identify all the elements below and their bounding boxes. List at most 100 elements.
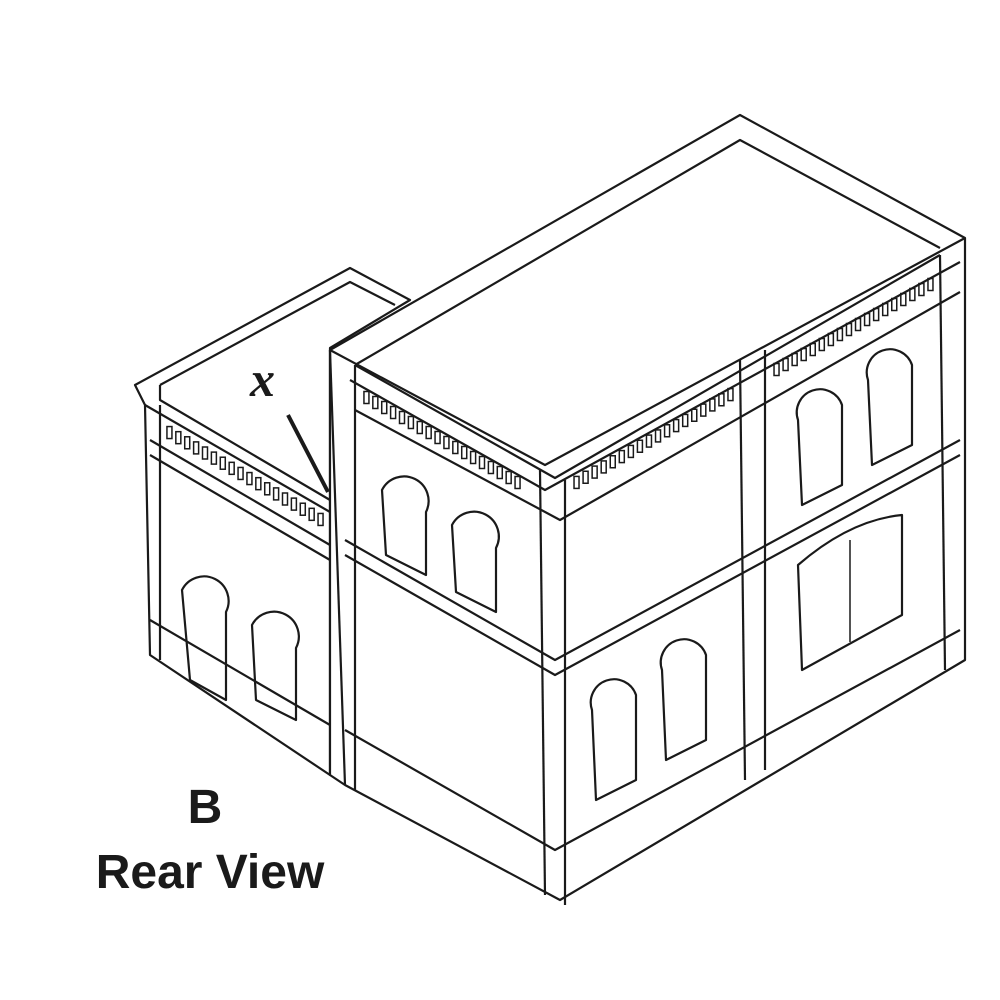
dentil (645, 434, 653, 448)
dentil (425, 425, 432, 440)
dentil (272, 487, 280, 501)
dentil (380, 400, 388, 415)
dentil (460, 445, 468, 460)
dentil (407, 415, 415, 430)
roof-parapet-inner (354, 138, 941, 366)
dentil (582, 470, 589, 484)
floor-band (344, 439, 961, 662)
dentil (845, 322, 853, 337)
dentil (192, 441, 200, 455)
dentil (700, 403, 707, 417)
dentil (863, 312, 871, 327)
callout-leader-line (286, 414, 330, 493)
double-door (796, 513, 904, 672)
dentil (183, 436, 191, 450)
front-corner (538, 469, 547, 896)
roof-front-edge (354, 254, 941, 480)
dentil (663, 424, 671, 438)
annex-band (149, 439, 331, 546)
dentil (255, 476, 262, 491)
dentil (452, 440, 459, 455)
dentil (228, 461, 235, 476)
annex-cornice (144, 404, 331, 513)
dentil (573, 475, 580, 490)
dentil (478, 455, 486, 470)
dentil (237, 466, 244, 481)
dentil (514, 475, 521, 490)
annex-door (180, 575, 230, 702)
right-pilaster (938, 254, 947, 671)
dentil (691, 408, 698, 422)
dentil (636, 439, 644, 453)
dentil (872, 307, 880, 322)
dentil (654, 429, 662, 443)
dentil (909, 287, 916, 302)
dentil (219, 456, 227, 470)
dentil (299, 502, 307, 516)
annex-parapet-inner (159, 280, 396, 386)
dentil (600, 460, 607, 474)
dentil (210, 451, 218, 465)
dentil (827, 332, 835, 347)
dentil (591, 465, 598, 479)
dentil (443, 435, 450, 450)
dentil (809, 342, 816, 357)
dentil (818, 337, 826, 352)
dentil (854, 317, 862, 332)
callout-label: x (250, 351, 275, 407)
dentil (416, 420, 424, 435)
floor-band-2 (344, 454, 961, 677)
dentil (290, 497, 298, 511)
roof-outer-edge (329, 237, 966, 467)
left-corner (328, 349, 347, 786)
dentil (246, 471, 253, 486)
main-outline (328, 113, 967, 902)
dentil (434, 430, 441, 445)
dentil (308, 507, 315, 522)
dentil (487, 460, 495, 475)
dentil (317, 512, 324, 527)
dentil (263, 482, 271, 496)
annex-band-2 (149, 454, 331, 561)
dentil (372, 395, 379, 410)
dentil (469, 450, 477, 465)
dentil (627, 444, 635, 459)
dentil (782, 357, 789, 372)
dentil (166, 425, 173, 440)
dentil (281, 492, 289, 506)
dentil (918, 282, 925, 297)
dentil (927, 277, 934, 292)
annex-base-band (149, 619, 331, 726)
dentil (398, 410, 406, 425)
dentil (672, 418, 680, 433)
main-building (328, 113, 967, 905)
dentil (727, 387, 734, 402)
mid-pilaster-a (738, 359, 747, 781)
dentil (175, 430, 182, 445)
dentil (800, 347, 807, 362)
dentil (389, 405, 397, 420)
dentil (900, 292, 907, 307)
dentil (618, 449, 626, 464)
base-band (344, 629, 961, 852)
windows (380, 348, 914, 802)
cornice-bottom (354, 291, 961, 522)
dentil (496, 465, 504, 480)
dentil (609, 455, 616, 469)
dentil (681, 413, 689, 428)
dentil (709, 398, 716, 412)
annex-dentils (166, 425, 324, 527)
dentil (773, 362, 780, 377)
main-dentils (363, 277, 934, 490)
dentil (201, 446, 209, 460)
annex-window (250, 610, 300, 722)
view-letter: B (187, 781, 223, 834)
annex-parapet-front (158, 385, 331, 501)
dentil (505, 470, 512, 485)
dentil (836, 327, 844, 342)
dentil (881, 302, 889, 317)
dentil (791, 352, 798, 367)
dentil (363, 390, 370, 405)
